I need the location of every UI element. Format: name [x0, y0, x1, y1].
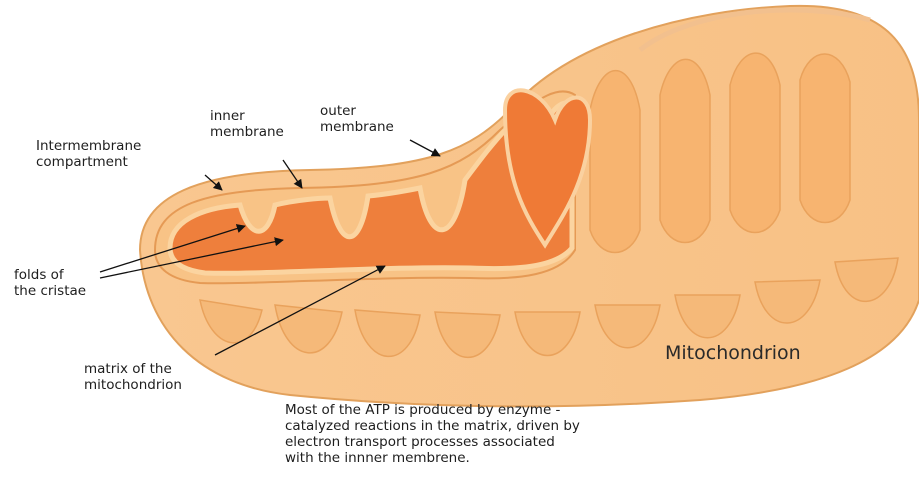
caption-line: with the innner membrene.	[285, 450, 580, 466]
caption-line: Most of the ATP is produced by enzyme -	[285, 402, 580, 418]
label-intermembrane-compartment: Intermembrane compartment	[36, 138, 141, 170]
label-matrix: matrix of the mitochondrion	[84, 361, 182, 393]
label-line: mitochondrion	[84, 377, 182, 393]
label-line: compartment	[36, 154, 141, 170]
label-line: Intermembrane	[36, 138, 141, 154]
diagram-title: Mitochondrion	[665, 342, 801, 364]
label-inner-membrane: inner membrane	[210, 108, 284, 140]
label-line: the cristae	[14, 283, 86, 299]
label-line: outer	[320, 103, 394, 119]
label-line: membrane	[320, 119, 394, 135]
arrow-outer-membrane	[410, 140, 440, 156]
label-folds-of-cristae: folds of the cristae	[14, 267, 86, 299]
label-line: membrane	[210, 124, 284, 140]
label-outer-membrane: outer membrane	[320, 103, 394, 135]
caption-line: catalyzed reactions in the matrix, drive…	[285, 418, 580, 434]
label-line: folds of	[14, 267, 86, 283]
caption-line: electron transport processes associated	[285, 434, 580, 450]
label-line: matrix of the	[84, 361, 182, 377]
label-line: inner	[210, 108, 284, 124]
diagram-caption: Most of the ATP is produced by enzyme - …	[285, 402, 580, 466]
